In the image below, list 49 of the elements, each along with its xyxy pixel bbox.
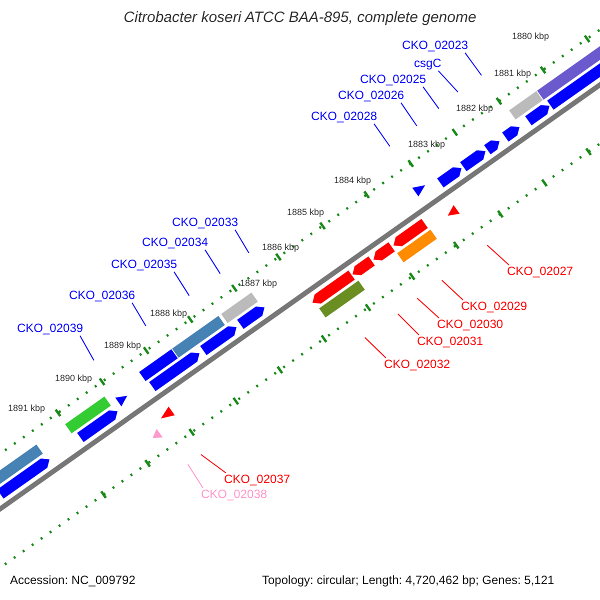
gene-label: CKO_02029 bbox=[461, 300, 528, 314]
gene-label: CKO_02023 bbox=[402, 39, 468, 53]
gene-label: CKO_02034 bbox=[142, 236, 208, 250]
gene-label: CKO_02035 bbox=[111, 258, 178, 272]
leader-line bbox=[400, 102, 418, 127]
gene-label: CKO_02028 bbox=[311, 110, 378, 124]
scale-label: 1883 kbp bbox=[408, 139, 446, 150]
scale-label: 1884 kbp bbox=[334, 175, 372, 186]
scale-label: 1889 kbp bbox=[104, 340, 142, 350]
leader-line bbox=[187, 464, 204, 488]
leader-line bbox=[422, 86, 440, 110]
scale-label: 1886 kbp bbox=[262, 242, 300, 252]
accession-text: Accession: NC_009792 bbox=[10, 574, 136, 588]
leader-line bbox=[441, 280, 464, 300]
leader-line bbox=[364, 337, 386, 358]
leader-line bbox=[464, 52, 482, 76]
leader-line bbox=[438, 70, 458, 93]
scale-label: 1885 kbp bbox=[287, 207, 324, 218]
gene-label: CKO_02039 bbox=[17, 322, 84, 336]
scale-label: 1891 kbp bbox=[8, 403, 46, 414]
scale-label: 1880 kbp bbox=[512, 31, 550, 42]
leader-line bbox=[132, 302, 146, 327]
leader-line bbox=[204, 249, 221, 274]
scale-label: 1890 kbp bbox=[55, 373, 92, 384]
genome-info-text: Topology: circular; Length: 4,720,462 bp; Genes: 5,121 bbox=[262, 574, 554, 588]
gene-label: CKO_02030 bbox=[437, 318, 504, 332]
gene-label: CKO_02031 bbox=[417, 335, 484, 349]
scale-label: 1888 kbp bbox=[150, 308, 188, 318]
gene-label: CKO_02032 bbox=[384, 358, 450, 372]
leader-line bbox=[374, 123, 390, 147]
scale-label: 1887 kbp bbox=[240, 278, 278, 288]
gene-label: CKO_02033 bbox=[172, 216, 238, 230]
title: Citrobacter koseri ATCC BAA-895, complete genome bbox=[122, 9, 478, 26]
leader-line bbox=[234, 229, 250, 254]
leader-line bbox=[486, 244, 510, 266]
gene-label: CKO_02038 bbox=[201, 488, 268, 502]
leader-line bbox=[200, 454, 226, 474]
leader-line bbox=[80, 335, 94, 361]
gene-label: CKO_02036 bbox=[69, 289, 136, 303]
gene-label: csgC bbox=[414, 57, 442, 71]
scale-label: 1881 kbp bbox=[494, 68, 532, 78]
scale-label: 1882 kbp bbox=[456, 103, 494, 114]
leader-line bbox=[397, 313, 420, 336]
leader-line bbox=[174, 271, 190, 296]
gene-label: CKO_02027 bbox=[507, 265, 574, 279]
leader-line bbox=[416, 298, 440, 318]
gene-label: CKO_02025 bbox=[360, 73, 426, 87]
gene-label: CKO_02037 bbox=[224, 473, 290, 487]
gene-label: CKO_02026 bbox=[338, 89, 404, 103]
